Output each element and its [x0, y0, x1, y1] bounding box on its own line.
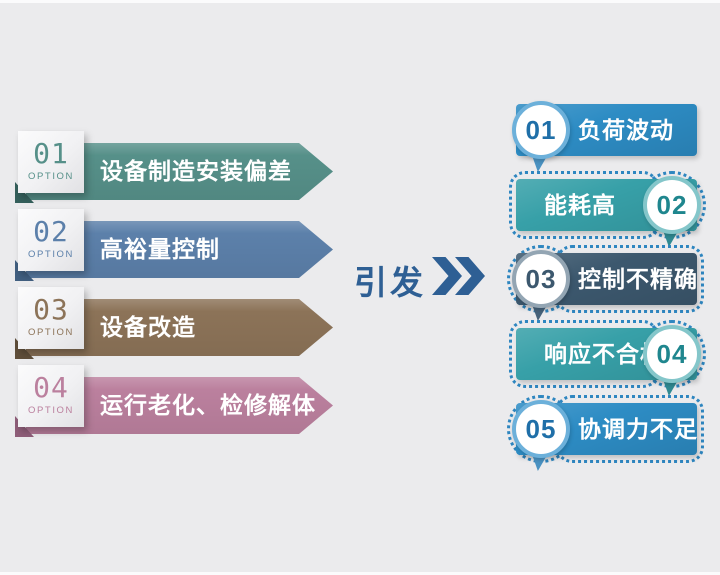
effect-item: 负荷波动 01 — [0, 101, 720, 178]
option-label: 设备改造 — [100, 314, 196, 340]
effect-label: 负荷波动 — [578, 117, 674, 143]
option-label: 高裕量控制 — [100, 236, 220, 262]
effect-number-circle: 02 — [643, 176, 701, 234]
option-number: 04 — [33, 371, 69, 404]
effect-item: 能耗高 02 — [0, 171, 720, 253]
effect-number-circle: 04 — [643, 325, 701, 383]
option-number: 01 — [33, 137, 69, 170]
option-tag: OPTION — [27, 327, 75, 338]
effect-item: 协调力不足 05 — [0, 395, 720, 477]
effect-label: 协调力不足 — [578, 416, 698, 442]
option-tag: OPTION — [27, 249, 75, 260]
effect-number-circle: 05 — [512, 400, 570, 458]
option-tag: OPTION — [27, 171, 75, 182]
option-tag: OPTION — [27, 405, 75, 416]
effect-number-circle: 01 — [512, 101, 570, 159]
connector: 引发 — [348, 250, 498, 301]
option-label: 运行老化、检修解体 — [100, 392, 316, 418]
option-number: 02 — [33, 215, 69, 248]
effect-number-circle: 03 — [512, 250, 570, 308]
connector-label: 引发 — [354, 264, 426, 301]
effect-item: 控制不精确 03 — [0, 245, 720, 327]
effect-label: 控制不精确 — [578, 266, 698, 292]
option-label: 设备制造安装偏差 — [100, 158, 292, 184]
option-number: 03 — [33, 293, 69, 326]
effect-label: 能耗高 — [544, 192, 616, 218]
